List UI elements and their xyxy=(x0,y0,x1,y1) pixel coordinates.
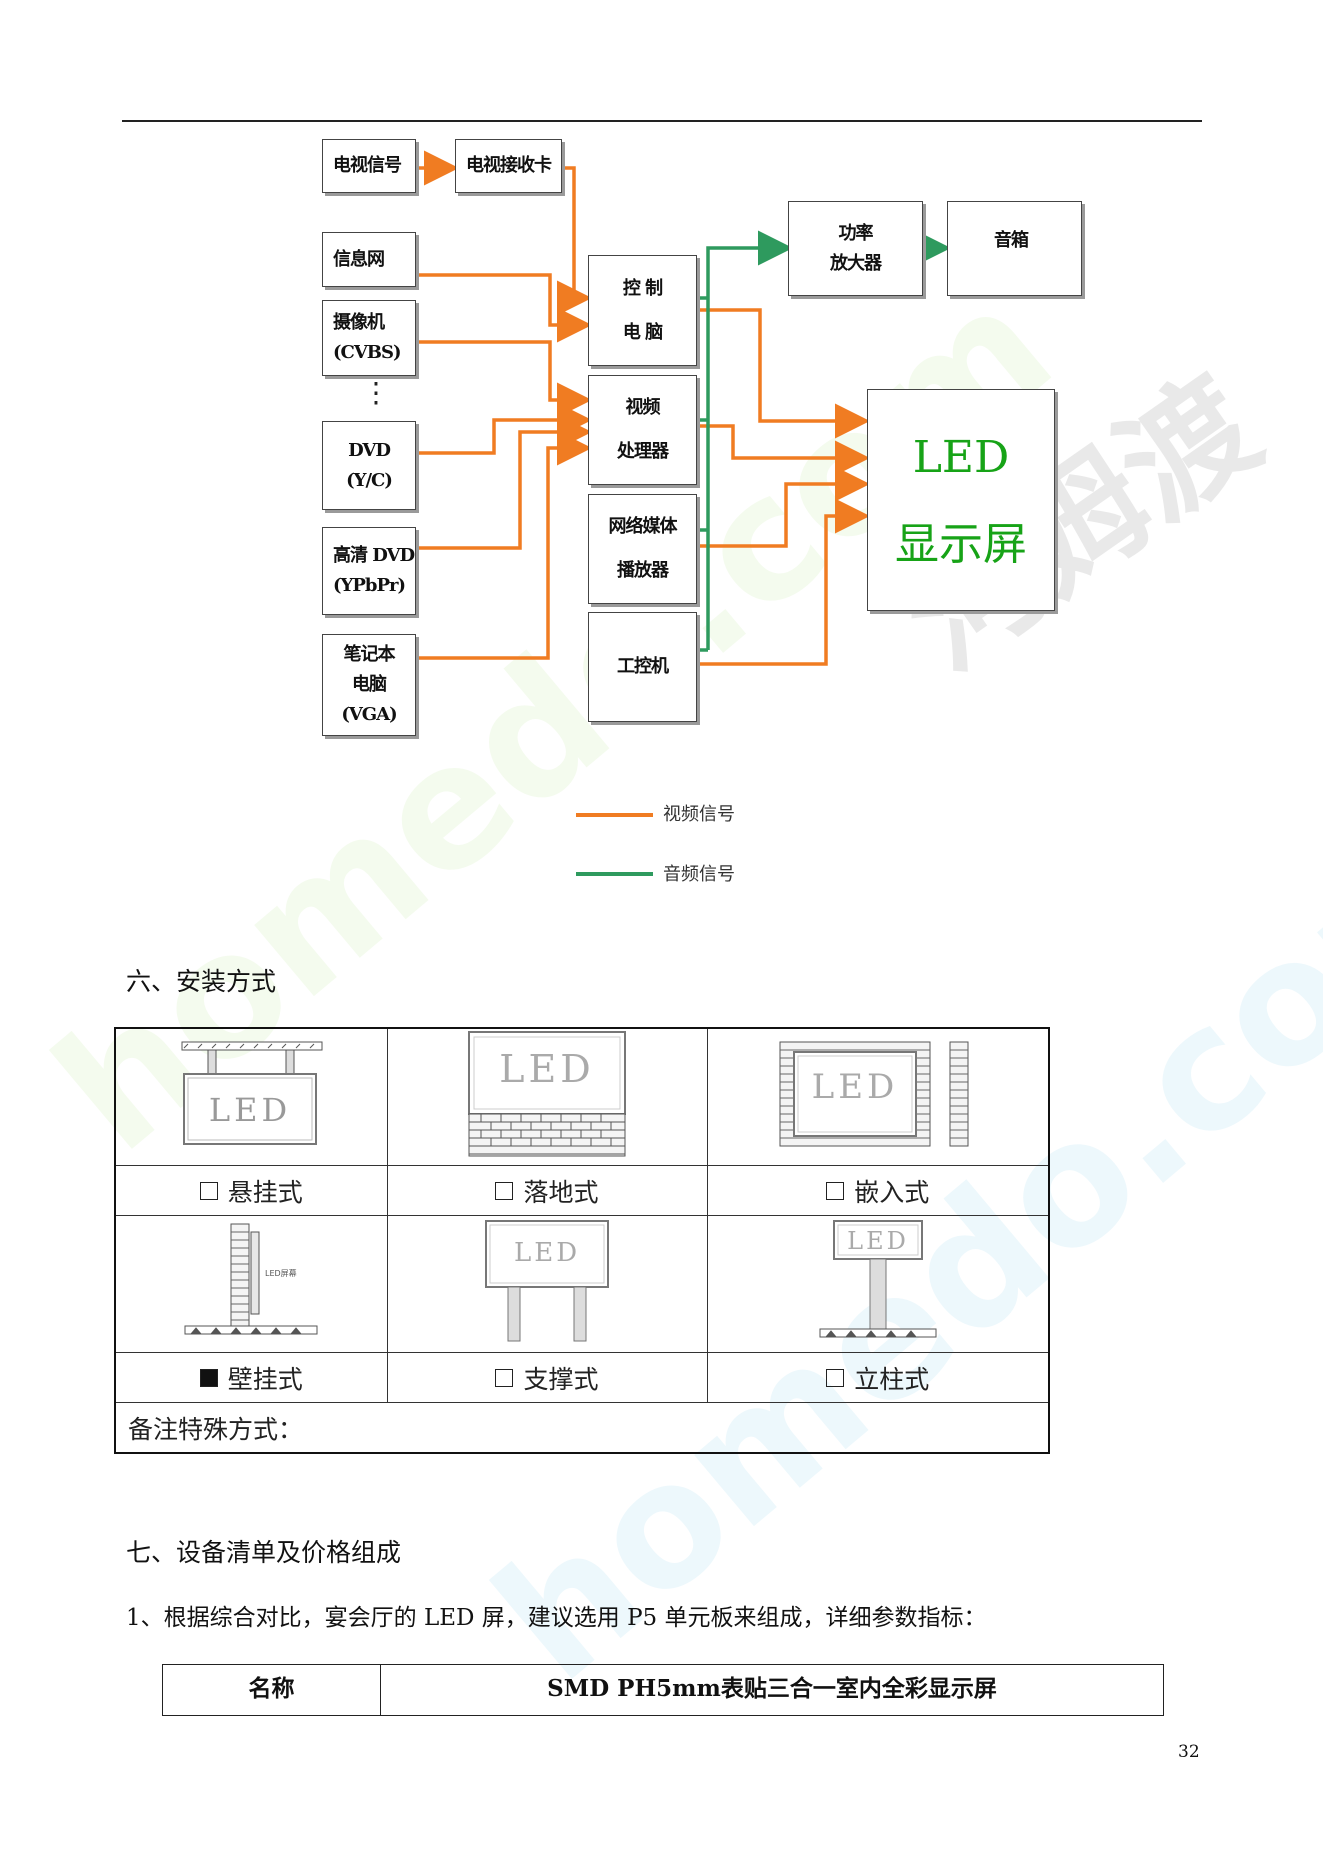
box-label: 信息网 xyxy=(333,248,385,270)
control-pc-box: 控 制 电 脑 xyxy=(588,255,697,366)
box-label: 电视信号 xyxy=(333,155,402,176)
box-label: (Y/C) xyxy=(346,469,393,491)
tv-signal-box: 电视信号 xyxy=(322,139,416,193)
install-image-cell: LED xyxy=(386,1215,708,1353)
checkbox[interactable] xyxy=(826,1369,845,1387)
signal-flow-lines: ⋮ xyxy=(362,150,951,666)
box-label: 控 制 xyxy=(622,277,663,299)
info-net-box: 信息网 xyxy=(322,232,416,287)
legend-audio-label: 音频信号 xyxy=(663,864,735,885)
box-label: (VGA) xyxy=(341,704,397,725)
box-label: 处理器 xyxy=(617,441,669,462)
embedded-led-icon: LED xyxy=(779,1041,969,1147)
install-image-cell: LED xyxy=(706,1027,1050,1166)
box-label: 电脑 xyxy=(352,674,387,695)
special-method-note: 备注特殊方式： xyxy=(114,1402,1050,1454)
ipc-box: 工控机 xyxy=(588,612,697,722)
box-label: 电视接收卡 xyxy=(466,155,552,176)
box-label: 高清 DVD xyxy=(333,545,415,566)
equipment-table: 名称 SMD PH5mm表贴三合一室内全彩显示屏 xyxy=(162,1664,1164,1716)
install-option-cell[interactable]: 支撑式 xyxy=(386,1352,708,1403)
box-label: 工控机 xyxy=(617,656,669,677)
box-label: (YPbPr) xyxy=(333,575,406,596)
install-image-cell: LED屏幕 xyxy=(114,1215,388,1353)
table-header-name: 名称 xyxy=(162,1664,381,1716)
install-method-table: LED LED LED xyxy=(114,1027,1050,1454)
led-screen-box: LED 显示屏 xyxy=(867,389,1055,611)
install-option-cell[interactable]: 壁挂式 xyxy=(114,1352,388,1403)
net-player-box: 网络媒体 播放器 xyxy=(588,494,697,604)
checkbox-checked[interactable] xyxy=(199,1369,218,1387)
legend-video-line xyxy=(576,813,653,817)
diagram-ellipsis: ⋮ xyxy=(362,376,390,409)
section-heading: 六、安装方式 xyxy=(126,967,277,996)
box-label: (CVBS) xyxy=(333,342,402,363)
floor-led-icon: LED xyxy=(468,1031,626,1157)
install-image-cell: LED xyxy=(386,1027,708,1166)
legend-video-label: 视频信号 xyxy=(663,804,735,825)
install-option-cell[interactable]: 落地式 xyxy=(386,1165,708,1216)
box-label: 功率 xyxy=(838,222,874,244)
video-processor-box: 视频 处理器 xyxy=(588,375,697,485)
checkbox[interactable] xyxy=(495,1182,514,1200)
box-label: 播放器 xyxy=(617,560,669,581)
box-label: 音箱 xyxy=(994,230,1029,251)
laptop-box: 笔记本 电脑 (VGA) xyxy=(322,634,416,736)
install-option-cell[interactable]: 嵌入式 xyxy=(706,1165,1050,1216)
box-label: 网络媒体 xyxy=(608,516,678,537)
wall-led-small-label: LED屏幕 xyxy=(265,1268,297,1278)
supported-led-icon: LED xyxy=(485,1220,609,1342)
dvd-box: DVD (Y/C) xyxy=(322,421,416,510)
box-label: 摄像机 xyxy=(333,312,385,333)
led-subtitle: 显示屏 xyxy=(895,519,1027,570)
table-value-name: SMD PH5mm表贴三合一室内全彩显示屏 xyxy=(380,1664,1164,1716)
box-label: DVD xyxy=(348,439,391,461)
checkbox[interactable] xyxy=(495,1369,514,1387)
install-option-cell[interactable]: 立柱式 xyxy=(706,1352,1050,1403)
install-option-label: 嵌入式 xyxy=(854,1177,930,1207)
led-word: LED xyxy=(499,1047,594,1091)
led-title: LED xyxy=(912,432,1010,483)
wall-mounted-led-icon: LED屏幕 xyxy=(184,1223,318,1335)
install-image-cell: LED xyxy=(114,1027,388,1166)
install-option-cell[interactable]: 悬挂式 xyxy=(114,1165,388,1216)
section-heading: 七、设备清单及价格组成 xyxy=(126,1538,402,1567)
install-option-label: 悬挂式 xyxy=(227,1177,303,1207)
checkbox[interactable] xyxy=(199,1182,218,1200)
install-option-label: 立柱式 xyxy=(854,1364,930,1394)
led-word: LED xyxy=(514,1238,580,1268)
box-label: 笔记本 xyxy=(343,644,396,665)
box-label: 视频 xyxy=(625,397,661,418)
legend-audio-line xyxy=(576,872,653,876)
tv-card-box: 电视接收卡 xyxy=(455,139,562,193)
led-word: LED xyxy=(847,1227,909,1255)
led-word: LED xyxy=(209,1091,291,1129)
box-label: 电 脑 xyxy=(622,321,663,343)
page-number: 32 xyxy=(1178,1742,1200,1762)
pillar-led-icon: LED xyxy=(819,1220,937,1338)
hanging-led-icon: LED xyxy=(181,1041,323,1145)
checkbox[interactable] xyxy=(826,1182,845,1200)
install-option-label: 支撑式 xyxy=(523,1364,599,1394)
led-word: LED xyxy=(811,1067,898,1107)
install-image-cell: LED xyxy=(706,1215,1050,1353)
install-option-label: 落地式 xyxy=(523,1177,599,1207)
amplifier-box: 功率 放大器 xyxy=(788,201,923,296)
camera-box: 摄像机 (CVBS) xyxy=(322,300,416,376)
speaker-box: 音箱 xyxy=(947,201,1082,296)
box-label: 放大器 xyxy=(830,252,882,274)
hd-dvd-box: 高清 DVD (YPbPr) xyxy=(322,527,416,615)
paragraph: 1、根据综合对比，宴会厅的 LED 屏，建议选用 P5 单元板来组成，详细参数指… xyxy=(126,1605,987,1631)
install-option-label: 壁挂式 xyxy=(227,1364,303,1394)
header-rule xyxy=(122,120,1202,122)
